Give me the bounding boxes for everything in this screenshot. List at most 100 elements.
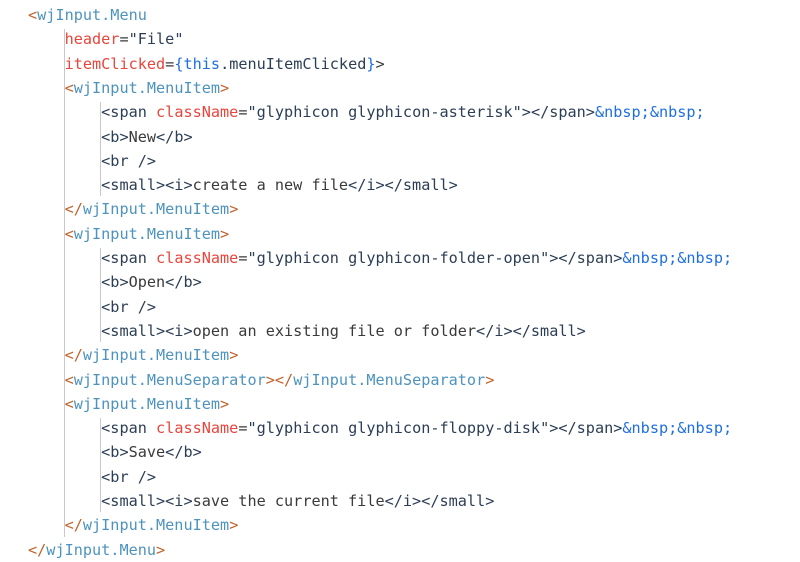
token-punct: < — [64, 370, 74, 389]
code-line[interactable]: itemClicked={this.menuItemClicked}> — [28, 52, 800, 76]
token-punct: </ — [64, 346, 83, 365]
token-string: "glyphicon glyphicon-floppy-disk" — [247, 419, 550, 438]
token-eq: > — [375, 54, 385, 73]
token-punct: < — [28, 6, 38, 24]
line-indent — [28, 30, 65, 48]
token-punct: > — [220, 78, 230, 97]
token-punct: </ — [64, 200, 83, 219]
token-text: save the current file — [192, 492, 385, 510]
token-string: "glyphicon glyphicon-folder-open" — [247, 249, 550, 267]
indent-guide-level-2 — [100, 102, 102, 197]
token-tag: <b> — [101, 127, 129, 146]
code-line[interactable]: <small><i>create a new file</i></small> — [28, 173, 800, 197]
code-line[interactable]: <br /> — [28, 465, 800, 489]
line-indent — [28, 79, 65, 97]
code-line[interactable]: <span className="glyphicon glyphicon-flo… — [28, 416, 800, 440]
token-punct: < — [64, 394, 74, 413]
code-line[interactable]: <b>New</b> — [28, 125, 800, 149]
token-component: wjInput.MenuSeparator — [293, 370, 486, 389]
code-line[interactable]: <span className="glyphicon glyphicon-ast… — [28, 100, 800, 124]
code-line[interactable]: <small><i>save the current file</i></sma… — [28, 489, 800, 513]
token-tag: <span — [101, 103, 157, 122]
token-punct: ></ — [265, 370, 294, 389]
token-string: "File" — [128, 30, 184, 49]
code-line[interactable]: <wjInput.MenuItem> — [28, 392, 800, 416]
token-tag: </b> — [156, 127, 193, 146]
token-tag: </i></small> — [476, 321, 586, 340]
token-tag: <br /> — [101, 151, 157, 170]
code-line[interactable]: header="File" — [28, 27, 800, 51]
token-punct: > — [220, 224, 230, 243]
token-eq: = — [119, 30, 129, 49]
line-indent — [28, 176, 101, 194]
token-punct: > — [485, 370, 495, 389]
token-text: Open — [128, 273, 166, 292]
token-component: wjInput.MenuItem — [73, 78, 221, 97]
line-indent — [28, 516, 65, 534]
token-tag: </i></small> — [384, 492, 495, 510]
indent-guide-level-1 — [63, 29, 65, 537]
token-text: Save — [128, 443, 166, 462]
code-line[interactable]: <small><i>open an existing file or folde… — [28, 319, 800, 343]
token-tag: <b> — [101, 443, 129, 462]
line-indent — [28, 200, 65, 218]
token-punct: < — [64, 224, 74, 243]
token-punct: > — [229, 200, 239, 219]
line-indent — [28, 468, 101, 486]
token-tag: ></span> — [549, 419, 623, 438]
line-indent — [28, 298, 101, 316]
token-tag: <small><i> — [101, 492, 193, 510]
token-text: New — [128, 127, 157, 146]
token-tag: <br /> — [101, 467, 157, 486]
token-component: wjInput.MenuItem — [82, 516, 230, 535]
token-entity: &nbsp;&nbsp; — [622, 419, 733, 438]
code-line[interactable]: <br /> — [28, 295, 800, 319]
line-indent — [28, 273, 101, 291]
token-component: wjInput.MenuItem — [73, 394, 221, 413]
line-indent — [28, 443, 101, 461]
code-line[interactable]: <wjInput.Menu — [28, 3, 800, 27]
token-tag: <span — [101, 249, 157, 267]
line-indent — [28, 419, 101, 437]
token-punct: < — [64, 78, 74, 97]
token-attr: className — [156, 419, 239, 438]
code-line[interactable]: <wjInput.MenuItem> — [28, 76, 800, 100]
token-tag: <small><i> — [101, 321, 193, 340]
code-line[interactable]: <br /> — [28, 149, 800, 173]
token-tag: ></span> — [549, 249, 623, 267]
line-indent — [28, 225, 65, 243]
token-eq: = — [165, 54, 175, 73]
code-line[interactable]: </wjInput.MenuItem> — [28, 513, 800, 537]
line-indent — [28, 152, 101, 170]
token-component: wjInput.Menu — [46, 540, 157, 559]
token-this: this — [183, 54, 221, 73]
line-indent — [28, 128, 101, 146]
token-eq: = — [238, 103, 248, 122]
token-attr: itemClicked — [64, 54, 166, 73]
token-text: open an existing file or folder — [192, 321, 477, 340]
token-brace: } — [366, 54, 376, 73]
code-line[interactable]: <span className="glyphicon glyphicon-fol… — [28, 246, 800, 270]
code-line[interactable]: <b>Save</b> — [28, 440, 800, 464]
code-line[interactable]: </wjInput.Menu> — [28, 538, 800, 562]
token-eq: = — [238, 419, 248, 438]
token-component: wjInput.MenuItem — [82, 346, 230, 365]
code-line[interactable]: <b>Open</b> — [28, 270, 800, 294]
code-line[interactable]: </wjInput.MenuItem> — [28, 197, 800, 221]
token-text: create a new file — [192, 176, 349, 195]
code-line[interactable]: </wjInput.MenuItem> — [28, 343, 800, 367]
code-line[interactable]: <wjInput.MenuItem> — [28, 222, 800, 246]
code-line[interactable]: <wjInput.MenuSeparator></wjInput.MenuSep… — [28, 368, 800, 392]
token-punct: </ — [28, 540, 47, 559]
line-indent — [28, 371, 65, 389]
token-punct: > — [229, 516, 239, 535]
line-indent — [28, 103, 101, 121]
token-punct: > — [156, 540, 166, 559]
token-eq: = — [238, 249, 248, 267]
token-tag: <small><i> — [101, 176, 193, 195]
token-string: "glyphicon glyphicon-asterisk" — [247, 103, 522, 122]
line-indent — [28, 55, 65, 73]
token-member: .menuItemClicked — [220, 54, 367, 73]
token-tag: ></span> — [521, 103, 595, 122]
